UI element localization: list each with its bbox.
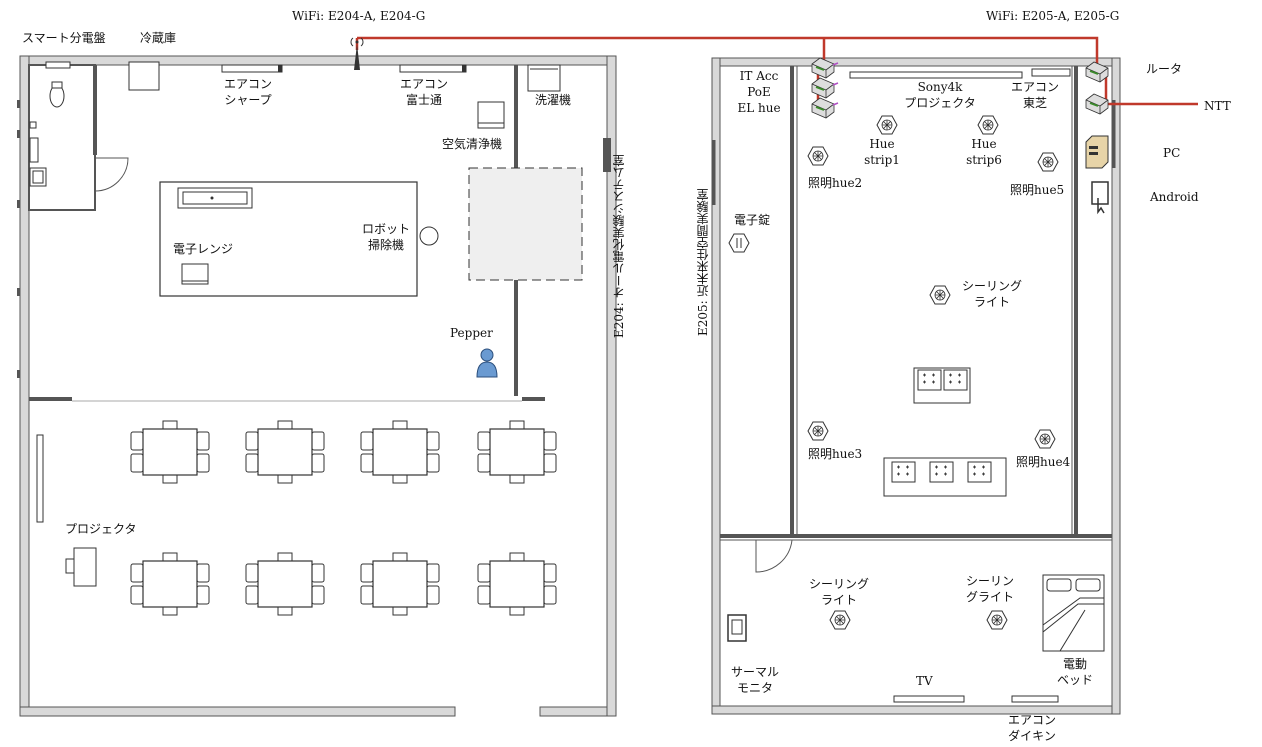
wifi-antenna-icon	[350, 37, 364, 70]
android-label: Android	[1150, 190, 1199, 204]
ntt-label: NTT	[1204, 99, 1231, 113]
air-purifier-label: 空気清浄機	[442, 137, 503, 151]
e205-room-name: E205: 近未来住空間実験室	[696, 188, 710, 336]
tv-label: TV	[916, 674, 933, 688]
person-icon	[476, 348, 498, 378]
fridge-label: 冷蔵庫	[140, 31, 177, 45]
lock-icon	[728, 233, 750, 253]
hue4-label: 照明hue4	[1016, 455, 1071, 469]
aircon-toshiba-label: エアコン東芝	[1010, 80, 1060, 110]
e204-room-name: E204: オール電化実験システム室	[612, 154, 626, 338]
smart-panel-label: スマート分電盤	[22, 31, 106, 45]
sofa-icon	[883, 367, 1007, 497]
pepper-label: Pepper	[450, 326, 493, 340]
bed-label: 電動ベッド	[1056, 657, 1094, 687]
aircon-sharp-label: エアコンシャープ	[223, 77, 273, 107]
ceiling-light-a-label: シーリングライト	[808, 577, 870, 607]
wifi-label-e204: WiFi: E204-A, E204-G	[292, 9, 426, 23]
monitor-icon	[727, 614, 747, 642]
robot-cleaner-label: ロボット掃除機	[361, 222, 411, 252]
ceiling-light-main-label: シーリングライト	[961, 279, 1023, 309]
ceiling-light-b-label: シーリングライト	[965, 574, 1015, 604]
bed-icon	[1042, 574, 1105, 652]
android-device-icon	[1091, 181, 1109, 215]
e-lock-label: 電子錠	[734, 213, 771, 227]
pc-label: PC	[1163, 146, 1181, 160]
router-label: ルータ	[1146, 62, 1183, 76]
washer-label: 洗濯機	[535, 93, 572, 107]
projector-label-e204: プロジェクタ	[65, 522, 137, 536]
aircon-daikin-label: エアコンダイキン	[1007, 713, 1057, 743]
aircon-fujitsu-label: エアコン富士通	[399, 77, 449, 107]
thermal-monitor-label: サーマルモニタ	[730, 665, 780, 695]
network-switch-icon	[811, 57, 1109, 119]
hue3-label: 照明hue3	[808, 447, 863, 461]
wifi-label-e205: WiFi: E205-A, E205-G	[986, 9, 1120, 23]
microwave-label: 電子レンジ	[173, 242, 234, 256]
hue5-label: 照明hue5	[1010, 183, 1065, 197]
e204-building	[17, 55, 617, 717]
e205-building	[711, 57, 1121, 715]
hue2-label: 照明hue2	[808, 176, 863, 190]
pc-icon	[1085, 135, 1109, 169]
